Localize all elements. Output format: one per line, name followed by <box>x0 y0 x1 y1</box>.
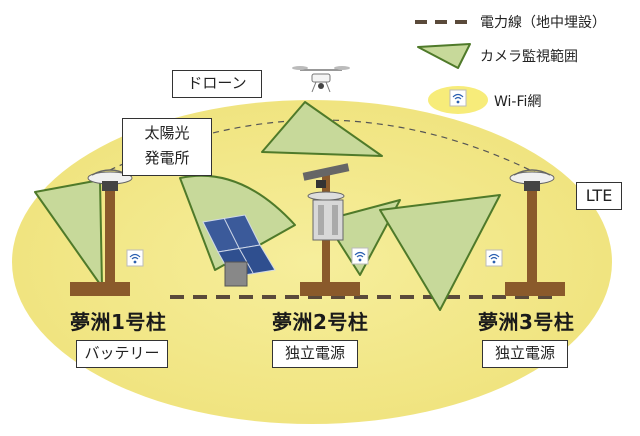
camera-range-drone <box>261 101 383 157</box>
pole-2-power: 独立電源 <box>272 340 358 368</box>
camera-range-pole3 <box>379 194 501 311</box>
wifi-icon <box>126 249 144 267</box>
camera-range-pole2-right <box>324 199 401 276</box>
pole-1-power: バッテリー <box>76 340 168 368</box>
drone-label: ドローン <box>172 70 262 98</box>
solar-panel-icon <box>202 214 276 287</box>
solar-plant-label-line2: 発電所 <box>144 149 190 167</box>
pole-1-name: 夢洲1号柱 <box>70 310 167 334</box>
pole-1 <box>70 169 133 296</box>
wifi-icon <box>485 249 503 267</box>
wifi-icon <box>351 247 369 265</box>
camera-range-pole1 <box>34 179 103 288</box>
pole-2-name: 夢洲2号柱 <box>272 310 369 334</box>
pole-2 <box>300 163 360 296</box>
solar-plant-label-line1: 太陽光 <box>144 124 190 142</box>
drone-icon <box>292 66 350 93</box>
legend-camera-range: カメラ監視範囲 <box>480 49 578 65</box>
legend-wifi: Wi-Fi網 <box>494 94 542 110</box>
legend-power-line: 電力線（地中埋設） <box>480 15 606 31</box>
lte-label: LTE <box>576 182 622 210</box>
pole-3-name: 夢洲3号柱 <box>478 310 575 334</box>
wifi-icon <box>449 89 467 107</box>
pole-3 <box>505 169 565 296</box>
solar-plant-label: 太陽光 発電所 <box>122 118 212 176</box>
pole-3-power: 独立電源 <box>482 340 568 368</box>
legend-camera-swatch <box>417 43 471 69</box>
